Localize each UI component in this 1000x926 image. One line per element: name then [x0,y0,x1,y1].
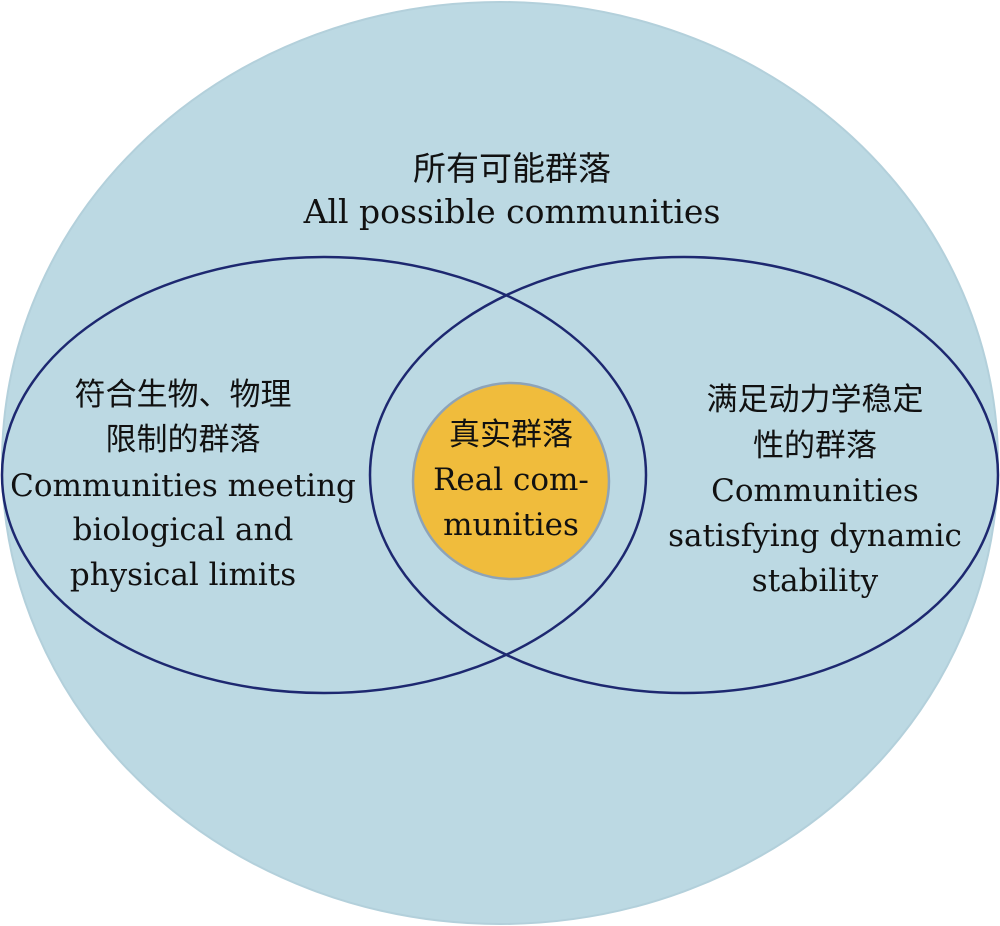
left-set-label-line: Communities meeting [10,468,356,504]
left-set-label-line: 符合生物、物理 [75,377,292,413]
right-set-label-line: stability [752,563,879,599]
intersection-label-line: munities [443,507,579,543]
outer-set-label-zh: 所有可能群落 [413,149,611,188]
intersection-label-line: 真实群落 [449,417,573,453]
right-set-label-line: Communities [711,473,919,509]
intersection-label-line: Real com- [433,462,589,498]
outer-set-label-en: All possible communities [303,192,721,231]
right-set-ellipse [368,255,1000,695]
right-set-label-line: satisfying dynamic [668,518,962,554]
intersection-circle [411,381,611,581]
left-set-ellipse [0,255,648,695]
right-set-label-line: 满足动力学稳定 [707,382,924,418]
right-set-label-line: 性的群落 [753,428,877,464]
left-set-label-line: physical limits [70,557,296,593]
left-set-label-line: 限制的群落 [106,422,261,458]
left-set-label-line: biological and [73,512,294,548]
